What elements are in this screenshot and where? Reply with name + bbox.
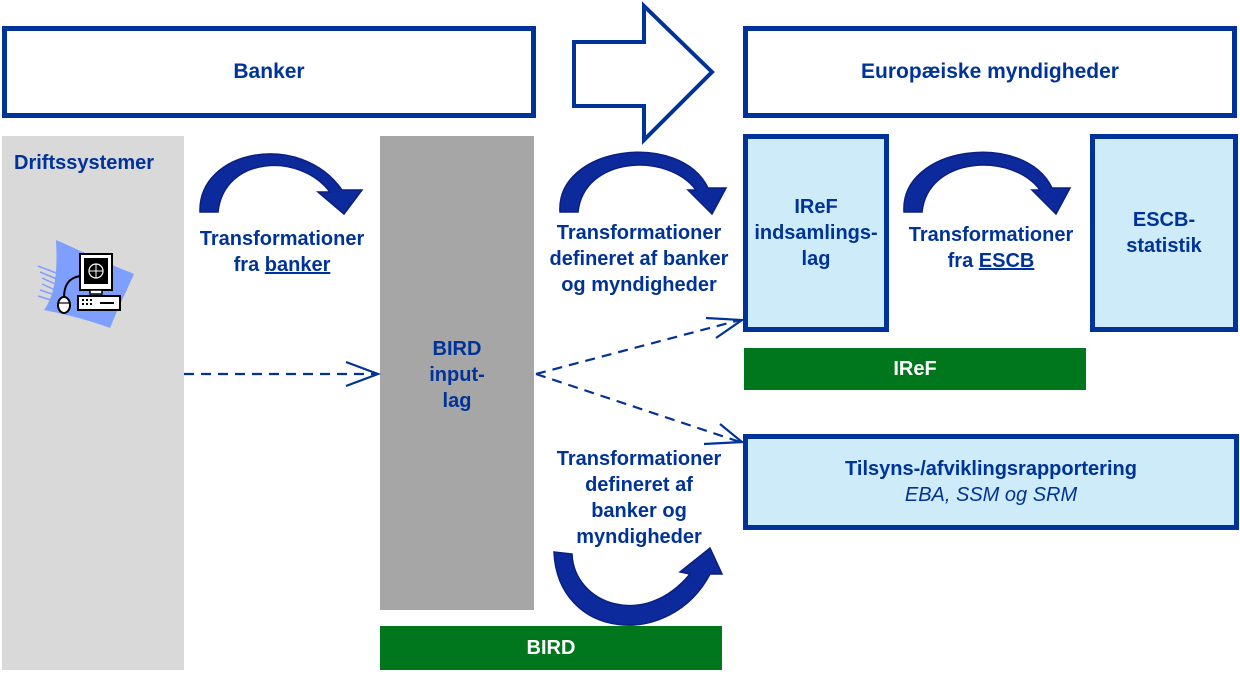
tdb-line-2: defineret af <box>585 474 693 496</box>
header-european-authorities-label: Europæiske myndigheder <box>861 60 1119 83</box>
tfb-prefix: fra <box>233 254 265 276</box>
iref-bar-label: IReF <box>893 357 937 380</box>
escb-line-1: ESCB- <box>1132 209 1196 231</box>
tdb-line-1: Transformationer <box>556 448 722 470</box>
tfe-line-1: Transformationer <box>908 224 1074 246</box>
transformations-from-escb-label: Transformationer fra ESCB <box>892 222 1090 274</box>
operational-systems-label: Driftssystemer <box>14 152 155 174</box>
header-european-authorities: Europæiske myndigheder <box>743 26 1237 118</box>
bird-input-layer-label: BIRD input- lag <box>380 336 534 414</box>
tdb-line-3: banker og <box>591 500 687 522</box>
tdb-line-4: myndigheder <box>576 526 702 548</box>
dashed-arrow-bird-to-iref <box>535 318 741 376</box>
curved-arrow-from-escb-icon <box>903 151 1072 216</box>
reporting-title: Tilsyns-/afviklingsrapportering <box>845 458 1137 480</box>
tfe-prefix: fra <box>947 250 979 272</box>
bird-bar-label: BIRD <box>526 636 576 659</box>
transformations-from-banks-label: Transformationer fra banker <box>184 226 380 278</box>
tdt-line-2: defineret af banker <box>549 248 729 270</box>
bird-input-layer-column <box>380 136 534 610</box>
escb-line-2: statistik <box>1126 235 1202 257</box>
computer-icon <box>37 240 134 328</box>
iref-collection-layer-box: IReF indsamlings- lag <box>743 134 889 332</box>
curved-arrow-defined-top-icon <box>559 151 728 216</box>
curved-arrow-from-banks-icon <box>199 153 364 216</box>
tfe-emph: ESCB <box>978 250 1035 272</box>
header-banks: Banker <box>2 26 536 118</box>
bird-input-line-1: BIRD <box>432 338 482 360</box>
curved-arrow-defined-bottom-icon <box>553 546 724 626</box>
header-banks-label: Banker <box>233 60 305 83</box>
iref-line-1: IReF <box>794 196 838 218</box>
transformations-defined-top-label: Transformationer defineret af banker og … <box>536 220 742 298</box>
tfb-line-1: Transformationer <box>199 228 365 250</box>
iref-bar: IReF <box>744 348 1086 390</box>
tdt-line-1: Transformationer <box>556 222 722 244</box>
reporting-subtitle: EBA, SSM og SRM <box>904 484 1078 506</box>
tdt-line-3: og myndigheder <box>561 274 717 296</box>
block-arrow-right-icon <box>572 1 715 145</box>
operational-systems-column <box>2 136 184 670</box>
iref-line-2: indsamlings- <box>754 222 878 244</box>
tfb-line-2: fra banker <box>184 252 380 278</box>
bird-bar: BIRD <box>380 626 722 670</box>
transformations-defined-bottom-label: Transformationer defineret af banker og … <box>536 446 742 550</box>
escb-statistics-box: ESCB- statistik <box>1090 134 1238 332</box>
reporting-box: Tilsyns-/afviklingsrapportering EBA, SSM… <box>743 434 1239 530</box>
bird-input-line-2: input- <box>429 364 485 386</box>
tfe-line-2: fra ESCB <box>892 248 1090 274</box>
bird-input-line-3: lag <box>442 390 472 412</box>
tfb-emph: banker <box>264 254 331 276</box>
iref-line-3: lag <box>801 248 831 270</box>
dashed-arrow-bird-to-reporting <box>535 372 741 444</box>
